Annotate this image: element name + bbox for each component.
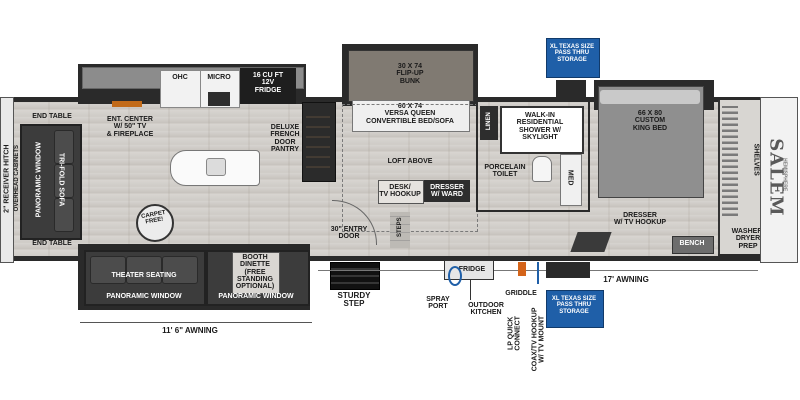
- xl-storage-top-box: [556, 80, 586, 98]
- sofa-cushion-2: [54, 164, 74, 198]
- range: [208, 92, 230, 106]
- sturdy-step: [330, 262, 380, 290]
- theater-seating-label: THEATER SEATING: [111, 272, 177, 279]
- pantry-label: DELUXE FRENCH DOOR PANTRY: [270, 124, 300, 154]
- bath-wall: [476, 100, 590, 212]
- ohc-label: OHC: [172, 74, 188, 81]
- theater-seat-2: [126, 256, 162, 284]
- king-bed-label: 66 X 80 CUSTOM KING BED: [632, 110, 668, 132]
- toilet: [532, 156, 552, 182]
- fridge-label: 16 CU FT 12V FRIDGE: [252, 72, 284, 94]
- spray-port-icon: [448, 266, 462, 286]
- lp-quick-connect-label: LP QUICK CONNECT: [507, 316, 522, 351]
- dresser-ward-label: DRESSER W/ WARD: [430, 184, 464, 199]
- walk-in-shower-label: WALK-IN RESIDENTIAL SHOWER W/ SKYLIGHT: [516, 112, 564, 142]
- kitchen-island: [170, 150, 260, 186]
- coax-tv-label: COAX/TV HOOKUP W/ TV MOUNT: [531, 307, 546, 372]
- closet-hangers: [722, 106, 738, 216]
- interior-steps: [390, 212, 410, 248]
- booth-dinette-label: BOOTH DINETTE (FREE STANDING OPTIONAL): [235, 254, 275, 291]
- xl-storage-top-tag: [546, 38, 600, 78]
- island-sink: [206, 158, 226, 176]
- sturdy-step-label: STURDY STEP: [337, 291, 371, 309]
- cooktop: [160, 70, 202, 108]
- panoramic-window-bottom-2-label: PANORAMIC WINDOW: [218, 293, 294, 300]
- walk-in-shower: [500, 106, 584, 154]
- linen-cabinet: [480, 106, 498, 140]
- pillows: [600, 90, 700, 104]
- washer-dryer-label: WASHER/ DRYER PREP: [731, 228, 765, 250]
- dresser-ward: [424, 180, 470, 202]
- bench: [672, 236, 714, 254]
- end-table-bottom-label: END TABLE: [32, 240, 72, 247]
- theater-seat-1: [90, 256, 126, 284]
- griddle-label: GRIDDLE: [505, 290, 537, 297]
- fireplace: [112, 101, 142, 107]
- versa-queen-bed: [352, 100, 470, 132]
- med-label: MED: [566, 169, 574, 186]
- bench-label: BENCH: [679, 240, 705, 247]
- awning-right-label: 17' AWNING: [603, 275, 649, 284]
- flip-up-bunk-label: 30 X 74 FLIP-UP BUNK: [396, 63, 424, 85]
- awning-left-label: 11' 6" AWNING: [162, 326, 218, 335]
- bath-vanity: [560, 154, 582, 206]
- rear-cap: [760, 97, 798, 263]
- receiver-hitch-label: 2" RECEIVER HITCH: [3, 144, 11, 213]
- king-bed: [598, 86, 704, 198]
- panoramic-window-bottom-1-label: PANORAMIC WINDOW: [106, 293, 182, 300]
- sofa-cushion-3: [54, 198, 74, 232]
- pantry-shelves: [306, 108, 330, 176]
- coax-pointer: [537, 262, 539, 284]
- shelves-label: SHELVES: [752, 143, 760, 176]
- end-table-top-label: END TABLE: [32, 113, 72, 120]
- outdoor-fridge-label: FRIDGE: [458, 266, 486, 273]
- dresser-tv-label: DRESSER W/ TV HOOKUP: [613, 212, 667, 227]
- panoramic-window-left-label: PANORAMIC WINDOW: [35, 142, 43, 218]
- desk-label: DESK/ TV HOOKUP: [379, 184, 421, 199]
- spray-port-label: SPRAY PORT: [426, 296, 450, 311]
- dresser-tv: [570, 232, 612, 252]
- xl-storage-bottom-tag: [546, 290, 604, 328]
- fridge-block: [240, 68, 296, 104]
- front-cap: [0, 97, 14, 263]
- xl-storage-bottom-label: XL TEXAS SIZE PASS THRU STORAGE: [551, 296, 597, 315]
- versa-queen-label: 60 X 74 VERSA QUEEN CONVERTIBLE BED/SOFA: [366, 103, 454, 125]
- carpet-free-badge: [136, 204, 174, 242]
- awning-left-line: [80, 322, 312, 323]
- sofa-cushion-1: [54, 130, 74, 164]
- micro-label: MICRO: [207, 74, 231, 81]
- outdoor-kitchen-label: OUTDOOR KITCHEN: [468, 302, 504, 317]
- xl-storage-bottom-box: [546, 262, 590, 278]
- outdoor-kitchen-pointer: [470, 280, 471, 300]
- flip-up-bunk: [348, 50, 474, 102]
- loft-above-label: LOFT ABOVE: [387, 158, 433, 165]
- theater-seat-3: [162, 256, 198, 284]
- griddle: [518, 262, 526, 276]
- tri-fold-sofa-label: TRI-FOLD SOFA: [57, 152, 65, 207]
- desk: [378, 180, 424, 204]
- xl-storage-top-label: XL TEXAS SIZE PASS THRU STORAGE: [549, 44, 595, 63]
- porcelain-toilet-label: PORCELAIN TOILET: [484, 164, 526, 179]
- brand-sub-label: HEMISPHERE: [781, 158, 788, 192]
- steps-label: STEPS: [396, 217, 403, 237]
- ent-center-label: ENT. CENTER W/ 50" TV & FIREPLACE: [106, 116, 154, 138]
- dinette-table: [232, 252, 280, 294]
- linen-label: LINEN: [485, 112, 492, 131]
